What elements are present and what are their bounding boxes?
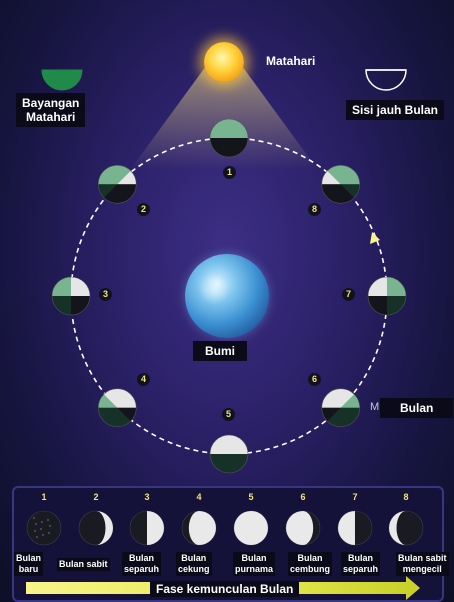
phase-moon-1 <box>26 510 62 546</box>
moon-marker: M <box>370 401 380 413</box>
phase-label-8: Bulan sabit mengecil <box>396 552 449 576</box>
phase-number-1: 1 <box>41 492 47 502</box>
phase-label-3: Bulan separuh <box>122 552 162 576</box>
orbit-moon-5 <box>209 434 249 474</box>
orbit-moon-4 <box>97 388 137 428</box>
phase-number-6: 6 <box>300 492 306 502</box>
orbit-number-6: 6 <box>308 373 321 386</box>
orbit-moon-6 <box>321 388 361 428</box>
phase-number-8: 8 <box>403 492 409 502</box>
earth-label: Bumi <box>193 341 247 361</box>
orbit-number-8: 8 <box>308 203 321 216</box>
moon-label: Bulan <box>380 398 454 418</box>
phase-moon-3 <box>129 510 165 546</box>
orbit-number-1: 1 <box>223 166 236 179</box>
phase-number-7: 7 <box>352 492 358 502</box>
orbit-moon-2 <box>97 164 137 204</box>
orbit-number-7: 7 <box>342 288 355 301</box>
orbit-moon-3 <box>51 276 91 316</box>
sun-label: Matahari <box>266 54 316 68</box>
orbit-moon-1 <box>209 118 249 158</box>
far-side-legend-icon <box>365 69 407 91</box>
orbit-moon-8 <box>321 164 361 204</box>
shadow-legend-label: Bayangan Matahari <box>16 93 86 127</box>
phase-moon-4 <box>181 510 217 546</box>
phase-moon-8 <box>388 510 424 546</box>
phase-label-5: Bulan purnama <box>233 552 276 576</box>
phase-number-3: 3 <box>144 492 150 502</box>
orbit-number-5: 5 <box>222 408 235 421</box>
earth-icon <box>185 254 269 338</box>
orbit-number-3: 3 <box>99 288 112 301</box>
phase-label-6: Bulan cembung <box>288 552 333 576</box>
phase-number-5: 5 <box>248 492 254 502</box>
sun-icon <box>204 42 244 82</box>
phase-moon-6 <box>285 510 321 546</box>
orbit-moon-7 <box>367 276 407 316</box>
phase-arrow-head <box>406 576 420 600</box>
phase-caption: Fase kemunculan Bulan <box>150 581 300 597</box>
phase-moon-2 <box>78 510 114 546</box>
phase-label-7: Bulan separuh <box>341 552 381 576</box>
phase-label-1: Bulan baru <box>14 552 44 576</box>
orbit-number-4: 4 <box>137 373 150 386</box>
phase-moon-5 <box>233 510 269 546</box>
phase-moon-7 <box>337 510 373 546</box>
phase-number-4: 4 <box>196 492 202 502</box>
orbit-number-2: 2 <box>137 203 150 216</box>
shadow-legend-icon <box>41 69 83 91</box>
phase-number-2: 2 <box>93 492 99 502</box>
phase-label-2: Bulan sabit <box>57 558 110 571</box>
phase-label-4: Bulan cekung <box>176 552 212 576</box>
far-side-legend-label: Sisi jauh Bulan <box>346 100 445 120</box>
orbit-direction-arrow <box>370 232 380 244</box>
